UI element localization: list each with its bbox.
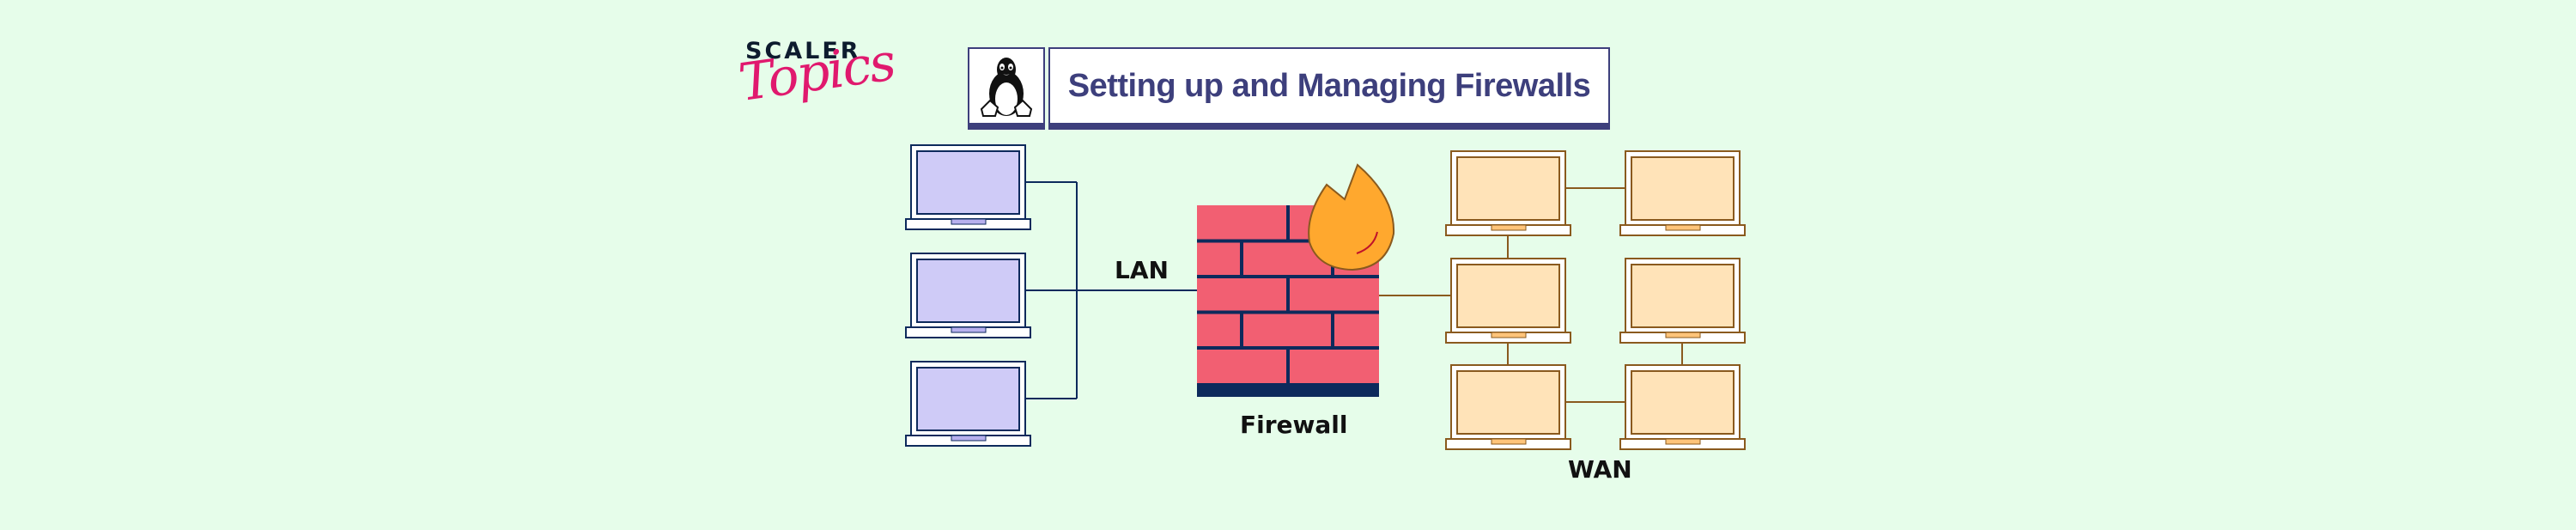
lan-laptop-2 [905, 253, 1031, 338]
lan-connection-lines [1025, 181, 1198, 399]
wan-label: WAN [1568, 455, 1632, 484]
firewall-label: Firewall [1240, 411, 1348, 439]
laptop-trackpad [1665, 438, 1701, 445]
laptop-screen [916, 367, 1020, 431]
lan-laptop-1 [905, 144, 1031, 230]
laptop-trackpad [951, 435, 987, 442]
linux-penguin-icon [980, 58, 1033, 117]
laptop-trackpad [951, 218, 987, 225]
firewall-base [1197, 383, 1379, 397]
laptop-screen [916, 259, 1020, 323]
flame-highlight [1356, 231, 1378, 254]
wan-laptop-r1c1 [1445, 150, 1571, 236]
title-banner: Setting up and Managing Firewalls [1048, 47, 1610, 130]
brand-logo-scaler: SCALER [745, 38, 861, 64]
linux-icon-box [968, 47, 1045, 130]
wan-devices [1445, 150, 1746, 450]
laptop-trackpad [1491, 332, 1527, 338]
firewall-icon [1197, 163, 1395, 397]
laptop-screen [1631, 370, 1735, 435]
lan-devices [905, 144, 1031, 447]
wan-connection-lines [1379, 187, 1683, 403]
laptop-screen [1631, 264, 1735, 328]
flame-icon [1308, 163, 1395, 271]
laptop-screen [916, 150, 1020, 215]
wan-laptop-r3c1 [1445, 364, 1571, 450]
wan-laptop-r2c2 [1619, 258, 1746, 344]
wan-laptop-r3c2 [1619, 364, 1746, 450]
page-title: Setting up and Managing Firewalls [1067, 67, 1591, 104]
laptop-trackpad [1665, 224, 1701, 231]
laptop-screen [1456, 156, 1560, 221]
laptop-trackpad [1665, 332, 1701, 338]
wan-laptop-r1c2 [1619, 150, 1746, 236]
laptop-screen [1456, 370, 1560, 435]
laptop-trackpad [951, 326, 987, 333]
wan-laptop-r2c1 [1445, 258, 1571, 344]
laptop-trackpad [1491, 224, 1527, 231]
laptop-screen [1456, 264, 1560, 328]
lan-laptop-3 [905, 361, 1031, 447]
lan-label: LAN [1115, 256, 1169, 284]
laptop-screen [1631, 156, 1735, 221]
laptop-trackpad [1491, 438, 1527, 445]
